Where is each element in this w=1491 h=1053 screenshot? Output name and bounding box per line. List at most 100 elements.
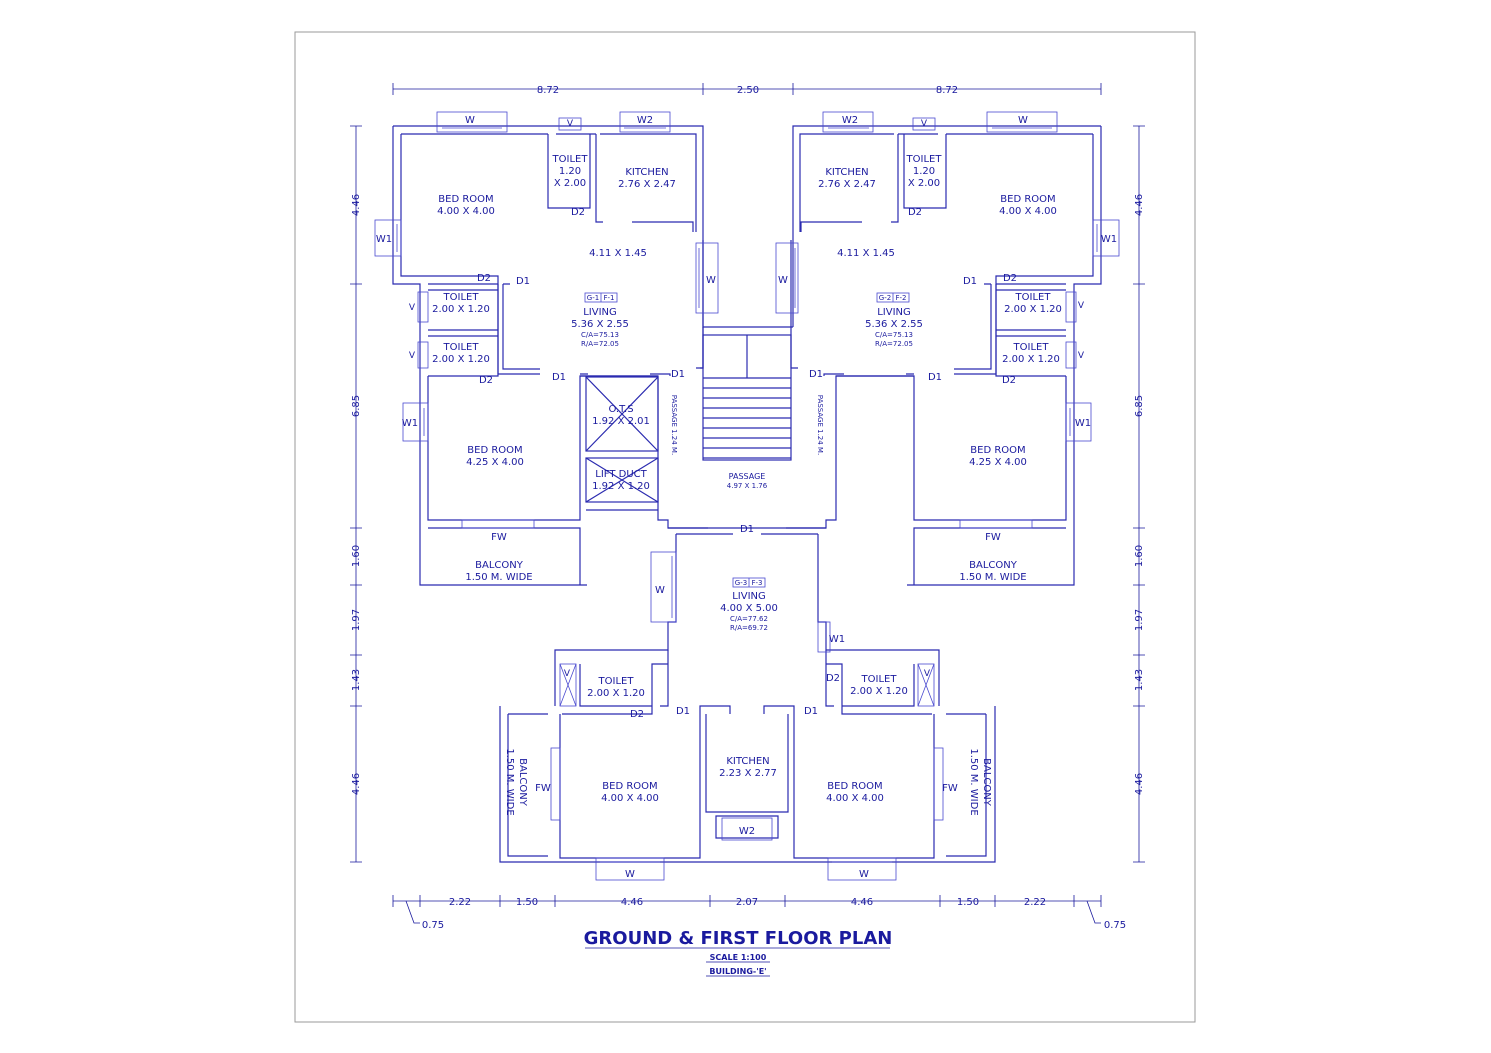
u1-rentable-area: R/A=72.05 [581,340,619,348]
lift-label: LIFT DUCT [595,469,647,480]
opening-w-2: W [1018,115,1028,126]
dim-bottom-4: 2.07 [736,897,758,908]
walls [392,125,1102,863]
dim-right-2: 6.85 [1134,395,1145,417]
passage-label: PASSAGE [729,472,766,481]
u1-toilet-b-label: TOILET [443,292,480,303]
dim-bottom-6: 1.50 [957,897,979,908]
opening-fw-1: FW [491,532,507,543]
door-d1-2: D1 [963,276,977,287]
u3-balcony-left-size: 1.50 M. WIDE [504,748,515,815]
door-d2-6: D2 [1002,375,1016,386]
drawing-building: BUILDING-'E' [709,967,766,976]
u2-dining-size: 4.11 X 1.45 [837,248,895,259]
u2-toilet-a-size-1: 1.20 [913,166,935,177]
opening-w-3: W [706,275,716,286]
dim-bottom-1: 2.22 [449,897,471,908]
dim-offset-right: 0.75 [1104,920,1126,931]
dim-left-6: 4.46 [351,773,362,795]
dim-offset-left: 0.75 [422,920,444,931]
u1-toilet-c-label: TOILET [443,342,480,353]
door-d2-2: D2 [908,207,922,218]
u1-kitchen-label: KITCHEN [625,167,668,178]
u2-bedroom-1-label: BED ROOM [1000,194,1055,205]
u1-bedroom-2-label: BED ROOM [467,445,522,456]
door-d1-9: D1 [804,706,818,717]
dim-top-1: 8.72 [537,85,559,96]
u3-living-size: 4.00 X 5.00 [720,603,778,614]
passage-left-label: PASSAGE 1.24 M. [670,395,678,455]
opening-fw-4: FW [942,783,958,794]
dim-left-1: 4.46 [351,194,362,216]
door-d2-8: D2 [826,673,840,684]
drawing-title: GROUND & FIRST FLOOR PLAN [584,928,893,949]
passage-size: 4.97 X 1.76 [727,482,768,490]
u2-toilet-b-size: 2.00 X 1.20 [1004,304,1062,315]
dim-right-3: 1.60 [1134,545,1145,567]
door-d2-7: D2 [630,709,644,720]
dim-right-5: 1.43 [1134,669,1145,691]
opening-w2-3: W2 [739,826,755,837]
u3-kitchen-label: KITCHEN [726,756,769,767]
opening-w1-2: W1 [1101,234,1117,245]
door-d1-6: D1 [809,369,823,380]
u2-toilet-a-size-2: X 2.00 [908,178,940,189]
u2-kitchen-size: 2.76 X 2.47 [818,179,876,190]
ots-size: 1.92 X 2.01 [592,416,650,427]
opening-v-5: V [1078,301,1085,311]
lift-size: 1.92 X 1.20 [592,481,650,492]
u3-toilet-b-size: 2.00 X 1.20 [850,686,908,697]
dim-right-4: 1.97 [1134,609,1145,631]
opening-v-8: V [924,669,931,679]
u1-dining-size: 4.11 X 1.45 [589,248,647,259]
u1-unit-tag: G-1 [587,294,599,302]
opening-w-6: W [625,869,635,880]
door-d2-5: D2 [479,375,493,386]
u3-bedroom-1-size: 4.00 X 4.00 [601,793,659,804]
u3-flat-tag: F-3 [751,579,762,587]
u3-unit-tag: G-3 [735,579,747,587]
u2-carpet-area: C/A=75.13 [875,331,913,339]
u1-toilet-a-size-1: 1.20 [559,166,581,177]
opening-v-6: V [1078,351,1085,361]
dim-top-3: 8.72 [936,85,958,96]
door-d2-4: D2 [1003,273,1017,284]
u3-bedroom-2-size: 4.00 X 4.00 [826,793,884,804]
u3-toilet-b-label: TOILET [861,674,898,685]
drawing-scale: SCALE 1:100 [710,953,767,962]
window-frames [374,111,1120,881]
u1-living-label: LIVING [583,307,617,318]
dim-top-2: 2.50 [737,85,759,96]
u1-balcony-size: 1.50 M. WIDE [465,572,532,583]
u2-living-size: 5.36 X 2.55 [865,319,923,330]
u2-living-label: LIVING [877,307,911,318]
door-d2-1: D2 [571,207,585,218]
opening-v-4: V [409,351,416,361]
u2-rentable-area: R/A=72.05 [875,340,913,348]
opening-w2-1: W2 [637,115,653,126]
door-d1-3: D1 [552,372,566,383]
door-d1-7: D1 [740,524,754,535]
dim-bottom-2: 1.50 [516,897,538,908]
u1-living-size: 5.36 X 2.55 [571,319,629,330]
opening-w1-4: W1 [1075,418,1091,429]
door-d2-3: D2 [477,273,491,284]
dimension-lines [350,83,1145,924]
u1-bedroom-1-label: BED ROOM [438,194,493,205]
u2-bedroom-2-label: BED ROOM [970,445,1025,456]
dim-left-5: 1.43 [351,669,362,691]
dim-right-6: 4.46 [1134,773,1145,795]
opening-w-1: W [465,115,475,126]
u3-rentable-area: R/A=69.72 [730,624,768,632]
opening-w1-3: W1 [402,418,418,429]
u3-kitchen-size: 2.23 X 2.77 [719,768,777,779]
ots-label: O.T.S [608,404,633,415]
u2-kitchen-label: KITCHEN [825,167,868,178]
door-d1-4: D1 [928,372,942,383]
u3-carpet-area: C/A=77.62 [730,615,768,623]
opening-w1-5: W1 [829,634,845,645]
dim-bottom-3: 4.46 [621,897,643,908]
u2-toilet-a-label: TOILET [906,154,943,165]
u1-toilet-a-label: TOILET [552,154,589,165]
sheet-border [294,31,1196,1023]
